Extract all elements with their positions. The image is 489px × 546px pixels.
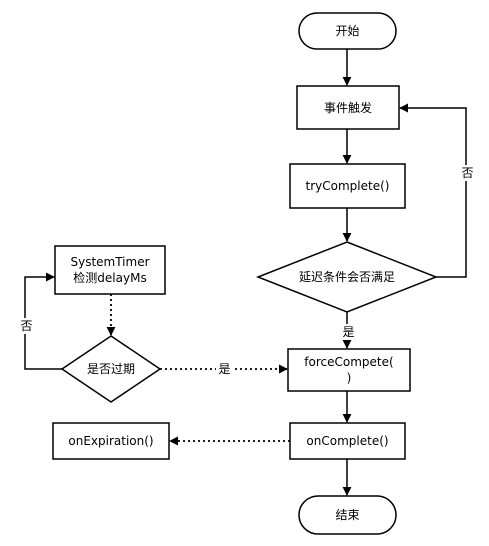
try-complete-label: tryComplete() bbox=[305, 179, 390, 193]
trigger-box bbox=[296, 85, 400, 130]
system-timer-label: SystemTimer 检测delayMs bbox=[70, 255, 150, 285]
trigger-label: 事件触发 bbox=[323, 100, 372, 115]
condition-yes-label: 是 bbox=[340, 324, 357, 340]
condition-label: 延迟条件会否满足 bbox=[298, 270, 395, 284]
condition-no-label: 否 bbox=[459, 165, 476, 181]
force-complete-box bbox=[287, 348, 411, 392]
expired-yes-label: 是 bbox=[216, 361, 233, 377]
on-expiration-label: onExpiration() bbox=[68, 434, 154, 448]
end-terminal bbox=[298, 495, 397, 535]
system-timer-box bbox=[54, 245, 166, 295]
start-label: 开始 bbox=[335, 24, 360, 38]
on-complete-label: onComplete() bbox=[306, 434, 389, 448]
expired-no-label: 否 bbox=[18, 318, 35, 334]
edge-condition-no bbox=[399, 103, 467, 278]
try-complete-box bbox=[289, 163, 406, 209]
force-complete-label: forceCompete( ) bbox=[304, 355, 394, 385]
expired-check-diamond bbox=[60, 335, 162, 403]
on-expiration-box bbox=[52, 422, 170, 460]
end-label: 结束 bbox=[335, 508, 360, 522]
expired-check-label: 是否过期 bbox=[86, 362, 135, 376]
